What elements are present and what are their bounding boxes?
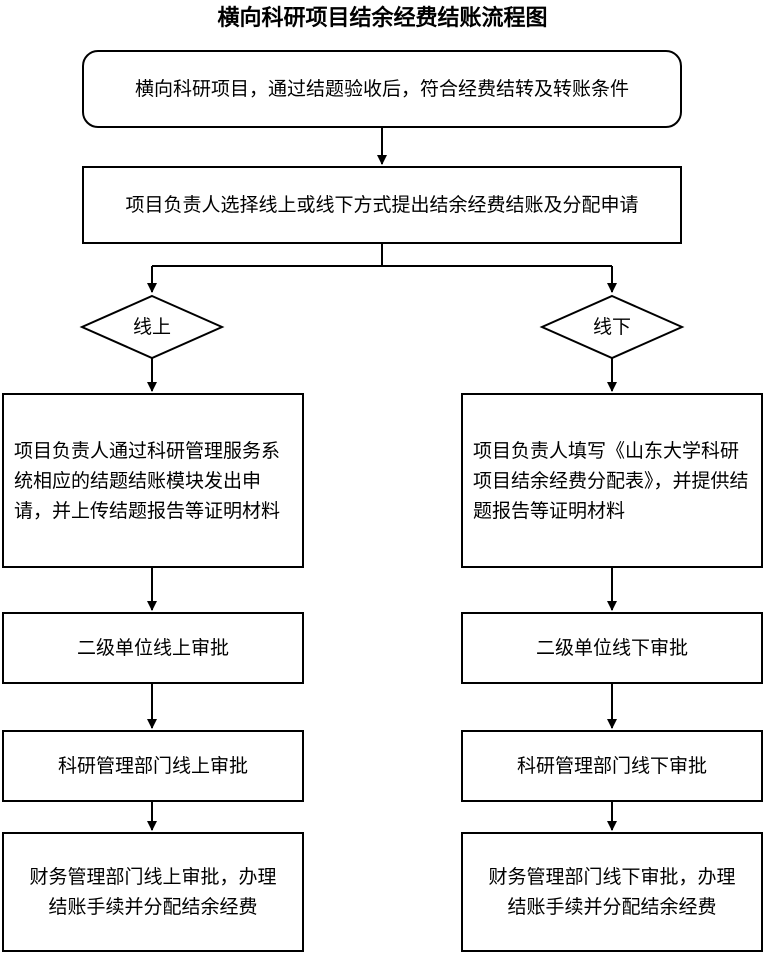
online-finance-review-node: 财务管理部门线上审批，办理结账手续并分配结余经费 [2,832,304,952]
offline-decision-label: 线下 [592,316,631,338]
offline-finance-review-node: 财务管理部门线下审批，办理结账手续并分配结余经费 [461,832,763,952]
start-node: 横向科研项目，通过结题验收后，符合经费结转及转账条件 [82,50,682,128]
online-unit-review-node: 二级单位线上审批 [2,612,304,684]
offline-submit-node: 项目负责人填写《山东大学科研项目结余经费分配表》，并提供结题报告等证明材料 [461,393,763,568]
online-submit-node: 项目负责人通过科研管理服务系统相应的结题结账模块发出申请，并上传结题报告等证明材… [2,393,304,568]
page-title: 横向科研项目结余经费结账流程图 [217,6,548,31]
online-decision-label: 线上 [132,316,171,338]
offline-unit-review-node: 二级单位线下审批 [461,612,763,684]
apply-node: 项目负责人选择线上或线下方式提出结余经费结账及分配申请 [82,166,682,244]
online-research-review-node: 科研管理部门线上审批 [2,730,304,802]
offline-research-review-node: 科研管理部门线下审批 [461,730,763,802]
